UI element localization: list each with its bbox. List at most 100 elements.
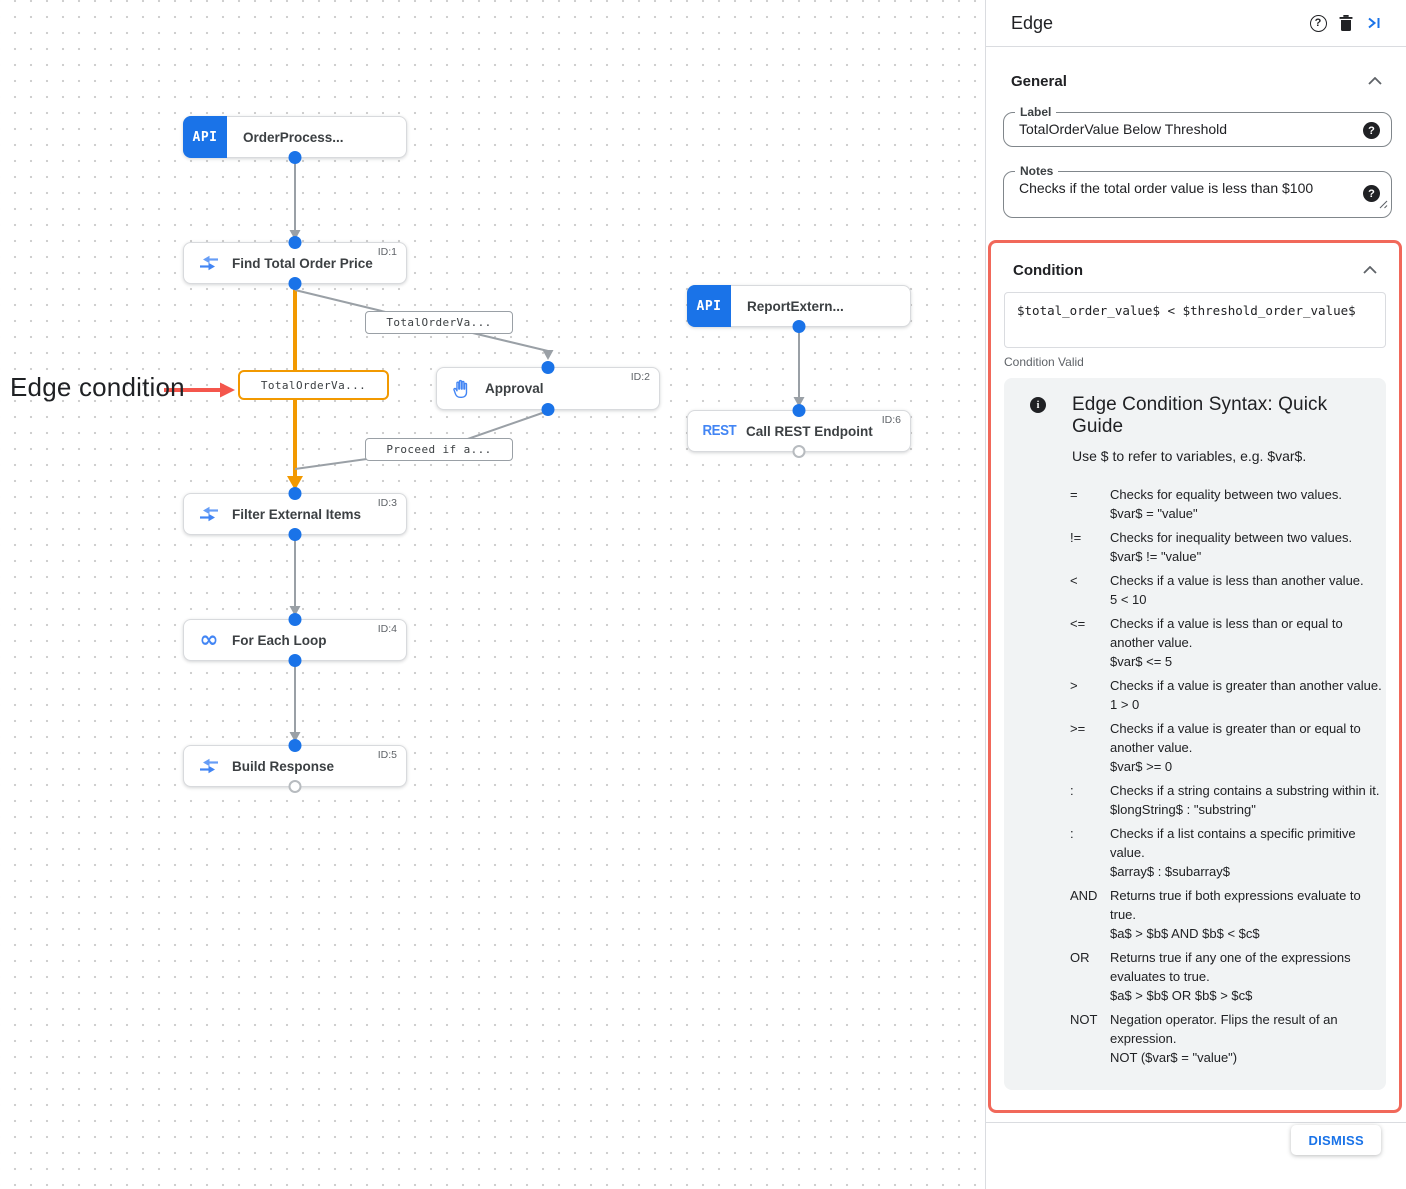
guide-example: $array$ : $subarray$ — [1110, 864, 1230, 879]
delete-icon[interactable] — [1332, 9, 1360, 37]
guide-example: 5 < 10 — [1110, 592, 1147, 607]
node-for-each-loop[interactable]: ∞ For Each Loop ID:4 — [183, 613, 407, 667]
help-icon[interactable]: ? — [1304, 9, 1332, 37]
loop-icon: ∞ — [199, 627, 219, 653]
chevron-up-icon[interactable] — [1368, 72, 1382, 90]
node-id-badge: ID:1 — [377, 246, 397, 258]
notes-field-label: Notes — [1015, 164, 1059, 178]
guide-op: AND — [1070, 888, 1098, 903]
guide-row: > Checks if a value is greater than anot… — [1070, 676, 1382, 714]
node-label: OrderProcess... — [243, 129, 344, 145]
guide-op: = — [1070, 487, 1078, 502]
connector-dot-top[interactable] — [792, 404, 806, 417]
node-id-badge: ID:3 — [377, 497, 397, 509]
guide-row: = Checks for equality between two values… — [1070, 485, 1370, 523]
syntax-guide: i Edge Condition Syntax: Quick Guide Use… — [1004, 378, 1386, 1090]
guide-desc: Checks if a value is greater than or equ… — [1110, 721, 1361, 755]
edge-filter-foreach[interactable] — [289, 539, 301, 616]
section-general: General Label ? Notes Checks if the tota… — [986, 47, 1406, 218]
field-help-icon[interactable]: ? — [1363, 185, 1380, 202]
panel-title: Edge — [1011, 12, 1054, 33]
rest-icon: REST — [702, 423, 736, 439]
panel-header: Edge ? — [986, 0, 1406, 47]
node-id-badge: ID:6 — [881, 414, 901, 426]
annotation-arrow — [164, 382, 235, 398]
hand-icon — [450, 378, 474, 400]
condition-heading: Condition — [1013, 261, 1083, 279]
guide-example: NOT ($var$ = "value") — [1110, 1050, 1238, 1065]
connector-dot-top[interactable] — [288, 487, 302, 500]
guide-row: : Checks if a string contains a substrin… — [1070, 781, 1380, 819]
edge-label-totalordervalue[interactable]: TotalOrderVa... — [365, 311, 513, 334]
node-filter-external-items[interactable]: Filter External Items ID:3 — [183, 487, 407, 541]
node-call-rest-endpoint[interactable]: REST Call REST Endpoint ID:6 — [687, 404, 911, 458]
edge-layer — [164, 161, 805, 742]
guide-desc: Returns true if any one of the expressio… — [1110, 950, 1351, 984]
edge-label-proceed[interactable]: Proceed if a... — [365, 438, 513, 461]
guide-row: AND Returns true if both expressions eva… — [1070, 886, 1370, 943]
guide-example: $longString$ : "substring" — [1110, 802, 1256, 817]
guide-desc: Checks if a value is less than or equal … — [1110, 616, 1343, 650]
notes-field-input[interactable]: Checks if the total order value is less … — [1004, 172, 1391, 217]
guide-desc: Checks if a value is greater than anothe… — [1110, 678, 1382, 693]
guide-example: $var$ != "value" — [1110, 549, 1202, 564]
label-field: Label ? — [1003, 105, 1392, 147]
guide-example: 1 > 0 — [1110, 697, 1140, 712]
edge-orderprocess-findtotal[interactable] — [289, 161, 301, 240]
guide-desc: Checks for inequality between two values… — [1110, 530, 1353, 545]
connector-dot-bottom[interactable] — [792, 445, 806, 458]
edge-label-selected[interactable]: TotalOrderVa... — [238, 370, 389, 400]
label-field-input[interactable] — [1004, 113, 1391, 145]
node-id-badge: ID:5 — [377, 749, 397, 761]
connector-dot-bottom[interactable] — [288, 151, 302, 164]
guide-example: $var$ <= 5 — [1110, 654, 1173, 669]
edge-properties-panel: Edge ? General Label ? — [985, 0, 1406, 1189]
guide-example: $var$ >= 0 — [1110, 759, 1173, 774]
connector-dot-top[interactable] — [541, 361, 555, 374]
dismiss-button[interactable]: DISMISS — [1291, 1125, 1381, 1155]
resize-handle-icon[interactable] — [1378, 196, 1388, 214]
connector-dot-bottom[interactable] — [541, 403, 555, 416]
guide-op: != — [1070, 530, 1082, 545]
node-id-badge: ID:2 — [630, 371, 650, 383]
condition-expression-input[interactable]: $total_order_value$ < $threshold_order_v… — [1004, 292, 1386, 348]
field-help-icon[interactable]: ? — [1363, 122, 1380, 139]
info-icon: i — [1030, 397, 1046, 413]
guide-op: OR — [1070, 950, 1090, 965]
edge-reportextern-callrest[interactable] — [793, 330, 805, 407]
node-find-total-order-price[interactable]: Find Total Order Price ID:1 — [183, 236, 407, 290]
node-report-external[interactable]: API ReportExtern... — [687, 285, 911, 333]
node-label: ReportExtern... — [747, 298, 844, 314]
guide-op: NOT — [1070, 1012, 1098, 1027]
edge-foreach-buildresponse[interactable] — [289, 665, 301, 742]
chevron-up-icon[interactable] — [1363, 261, 1377, 279]
connector-dot-bottom[interactable] — [288, 277, 302, 290]
workflow-canvas[interactable]: API OrderProcess... Find Total Order Pri… — [0, 0, 985, 1189]
guide-op: <= — [1070, 616, 1086, 631]
guide-row: >= Checks if a value is greater than or … — [1070, 719, 1370, 776]
node-order-process[interactable]: API OrderProcess... — [183, 116, 407, 164]
guide-op: >= — [1070, 721, 1086, 736]
connector-dot-bottom[interactable] — [288, 654, 302, 667]
api-icon: API — [687, 285, 731, 327]
node-approval[interactable]: Approval ID:2 — [436, 361, 660, 416]
node-build-response[interactable]: Build Response ID:5 — [183, 739, 407, 793]
guide-desc: Checks for equality between two values. — [1110, 487, 1342, 502]
node-label: For Each Loop — [232, 632, 327, 648]
guide-desc: Checks if a list contains a specific pri… — [1110, 826, 1356, 860]
connector-dot-bottom[interactable] — [288, 528, 302, 541]
node-label: Build Response — [232, 758, 335, 774]
connector-dot-top[interactable] — [288, 739, 302, 752]
connector-dot-top[interactable] — [288, 613, 302, 626]
collapse-panel-icon[interactable] — [1360, 9, 1388, 37]
guide-row: OR Returns true if any one of the expres… — [1070, 948, 1370, 1005]
guide-example: $a$ > $b$ AND $b$ < $c$ — [1110, 926, 1260, 941]
general-heading: General — [1011, 72, 1067, 90]
connector-dot-top[interactable] — [288, 236, 302, 249]
connector-dot-bottom[interactable] — [288, 780, 302, 793]
guide-row: : Checks if a list contains a specific p… — [1070, 824, 1370, 881]
guide-row: < Checks if a value is less than another… — [1070, 571, 1370, 609]
connector-dot-bottom[interactable] — [792, 320, 806, 333]
guide-row: != Checks for inequality between two val… — [1070, 528, 1370, 566]
guide-desc: Negation operator. Flips the result of a… — [1110, 1012, 1338, 1046]
